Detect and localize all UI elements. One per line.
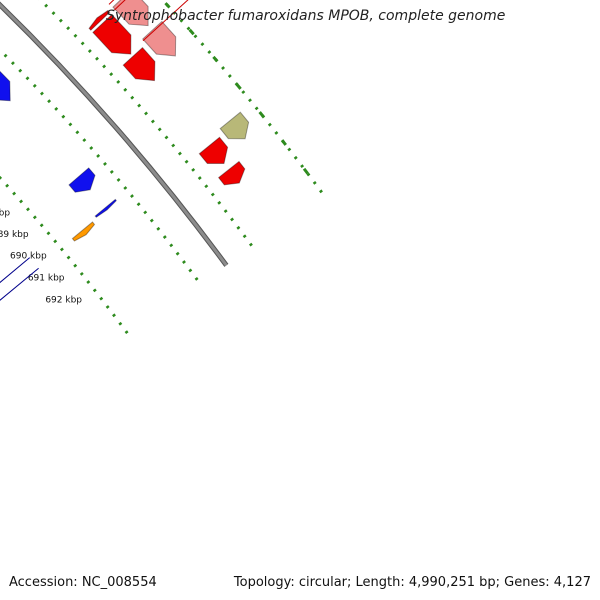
tick-label: 688 kbp	[0, 209, 10, 219]
gene-arrow-pink[interactable]	[141, 20, 177, 57]
tick-label: 692 kbp	[45, 296, 82, 306]
gene-label-leader	[0, 257, 31, 284]
gene-arrow-blue[interactable]	[0, 67, 11, 102]
gene-arrow-orange[interactable]	[71, 221, 96, 242]
gene-arrow-blue[interactable]	[68, 167, 96, 193]
gene-label-leader	[142, 0, 189, 42]
tick-label: 690 kbp	[10, 252, 47, 262]
gene-arrow-red[interactable]	[88, 9, 111, 31]
gene-arrow-blue[interactable]	[94, 198, 117, 218]
tick-label: 691 kbp	[28, 274, 65, 284]
dotted-track-2	[38, 0, 254, 248]
accession-text: Accession: NC_008554	[9, 575, 157, 590]
gene-arrow-red[interactable]	[92, 13, 132, 55]
gene-arrow-red[interactable]	[217, 160, 246, 186]
genome-backbone	[0, 3, 228, 267]
genome-title: Syntrophobacter fumaroxidans MPOB, compl…	[106, 8, 506, 24]
gene-label-leader	[114, 0, 126, 11]
gene-arrow-khaki[interactable]	[219, 111, 250, 140]
gene-arrow-red[interactable]	[122, 46, 156, 82]
gene-arrow-pink[interactable]	[112, 0, 149, 27]
gene-arrow-red[interactable]	[198, 136, 229, 164]
gene-label-leader	[0, 267, 39, 301]
topology-summary: Topology: circular; Length: 4,990,251 bp…	[233, 575, 591, 590]
tick-label: 689 kbp	[0, 230, 29, 240]
